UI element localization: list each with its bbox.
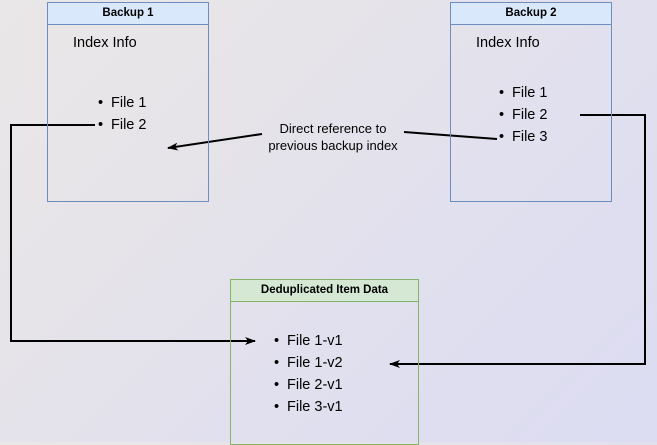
backup-1-file-list: File 1 File 2 (98, 92, 146, 136)
edge-backup2-file1-to-dedup (389, 114, 646, 368)
backup-1-index-info-label: Index Info (73, 35, 137, 51)
node-deduplicated-item-data[interactable]: Deduplicated Item Data File 1-v1 File 1-… (230, 279, 419, 445)
list-item: File 2 (499, 104, 547, 126)
backup-1-body: Index Info File 1 File 2 (48, 25, 208, 201)
list-item: File 2 (98, 114, 146, 136)
list-item: File 1 (499, 82, 547, 104)
list-item: File 1 (98, 92, 146, 114)
edge-backup1-file1-to-dedup (10, 124, 256, 345)
list-item: File 3-v1 (274, 396, 343, 418)
list-item: File 3 (499, 126, 547, 148)
backup-2-file-list: File 1 File 2 File 3 (499, 82, 547, 148)
backup-1-header: Backup 1 (48, 3, 208, 25)
list-item: File 2-v1 (274, 374, 343, 396)
dedup-file-list: File 1-v1 File 1-v2 File 2-v1 File 3-v1 (274, 330, 343, 418)
dedup-body: File 1-v1 File 1-v2 File 2-v1 File 3-v1 (231, 302, 418, 444)
list-item: File 1-v1 (274, 330, 343, 352)
node-backup-2[interactable]: Backup 2 Index Info File 1 File 2 File 3 (450, 2, 612, 202)
backup-2-index-info-label: Index Info (476, 35, 540, 51)
dedup-header: Deduplicated Item Data (231, 280, 418, 302)
backup-2-header: Backup 2 (451, 3, 611, 25)
edge-label-direct-reference: Direct reference to previous backup inde… (268, 121, 398, 153)
node-backup-1[interactable]: Backup 1 Index Info File 1 File 2 (47, 2, 209, 202)
edge-reference-label-to-backup1 (167, 133, 263, 151)
list-item: File 1-v2 (274, 352, 343, 374)
backup-2-body: Index Info File 1 File 2 File 3 (451, 25, 611, 201)
